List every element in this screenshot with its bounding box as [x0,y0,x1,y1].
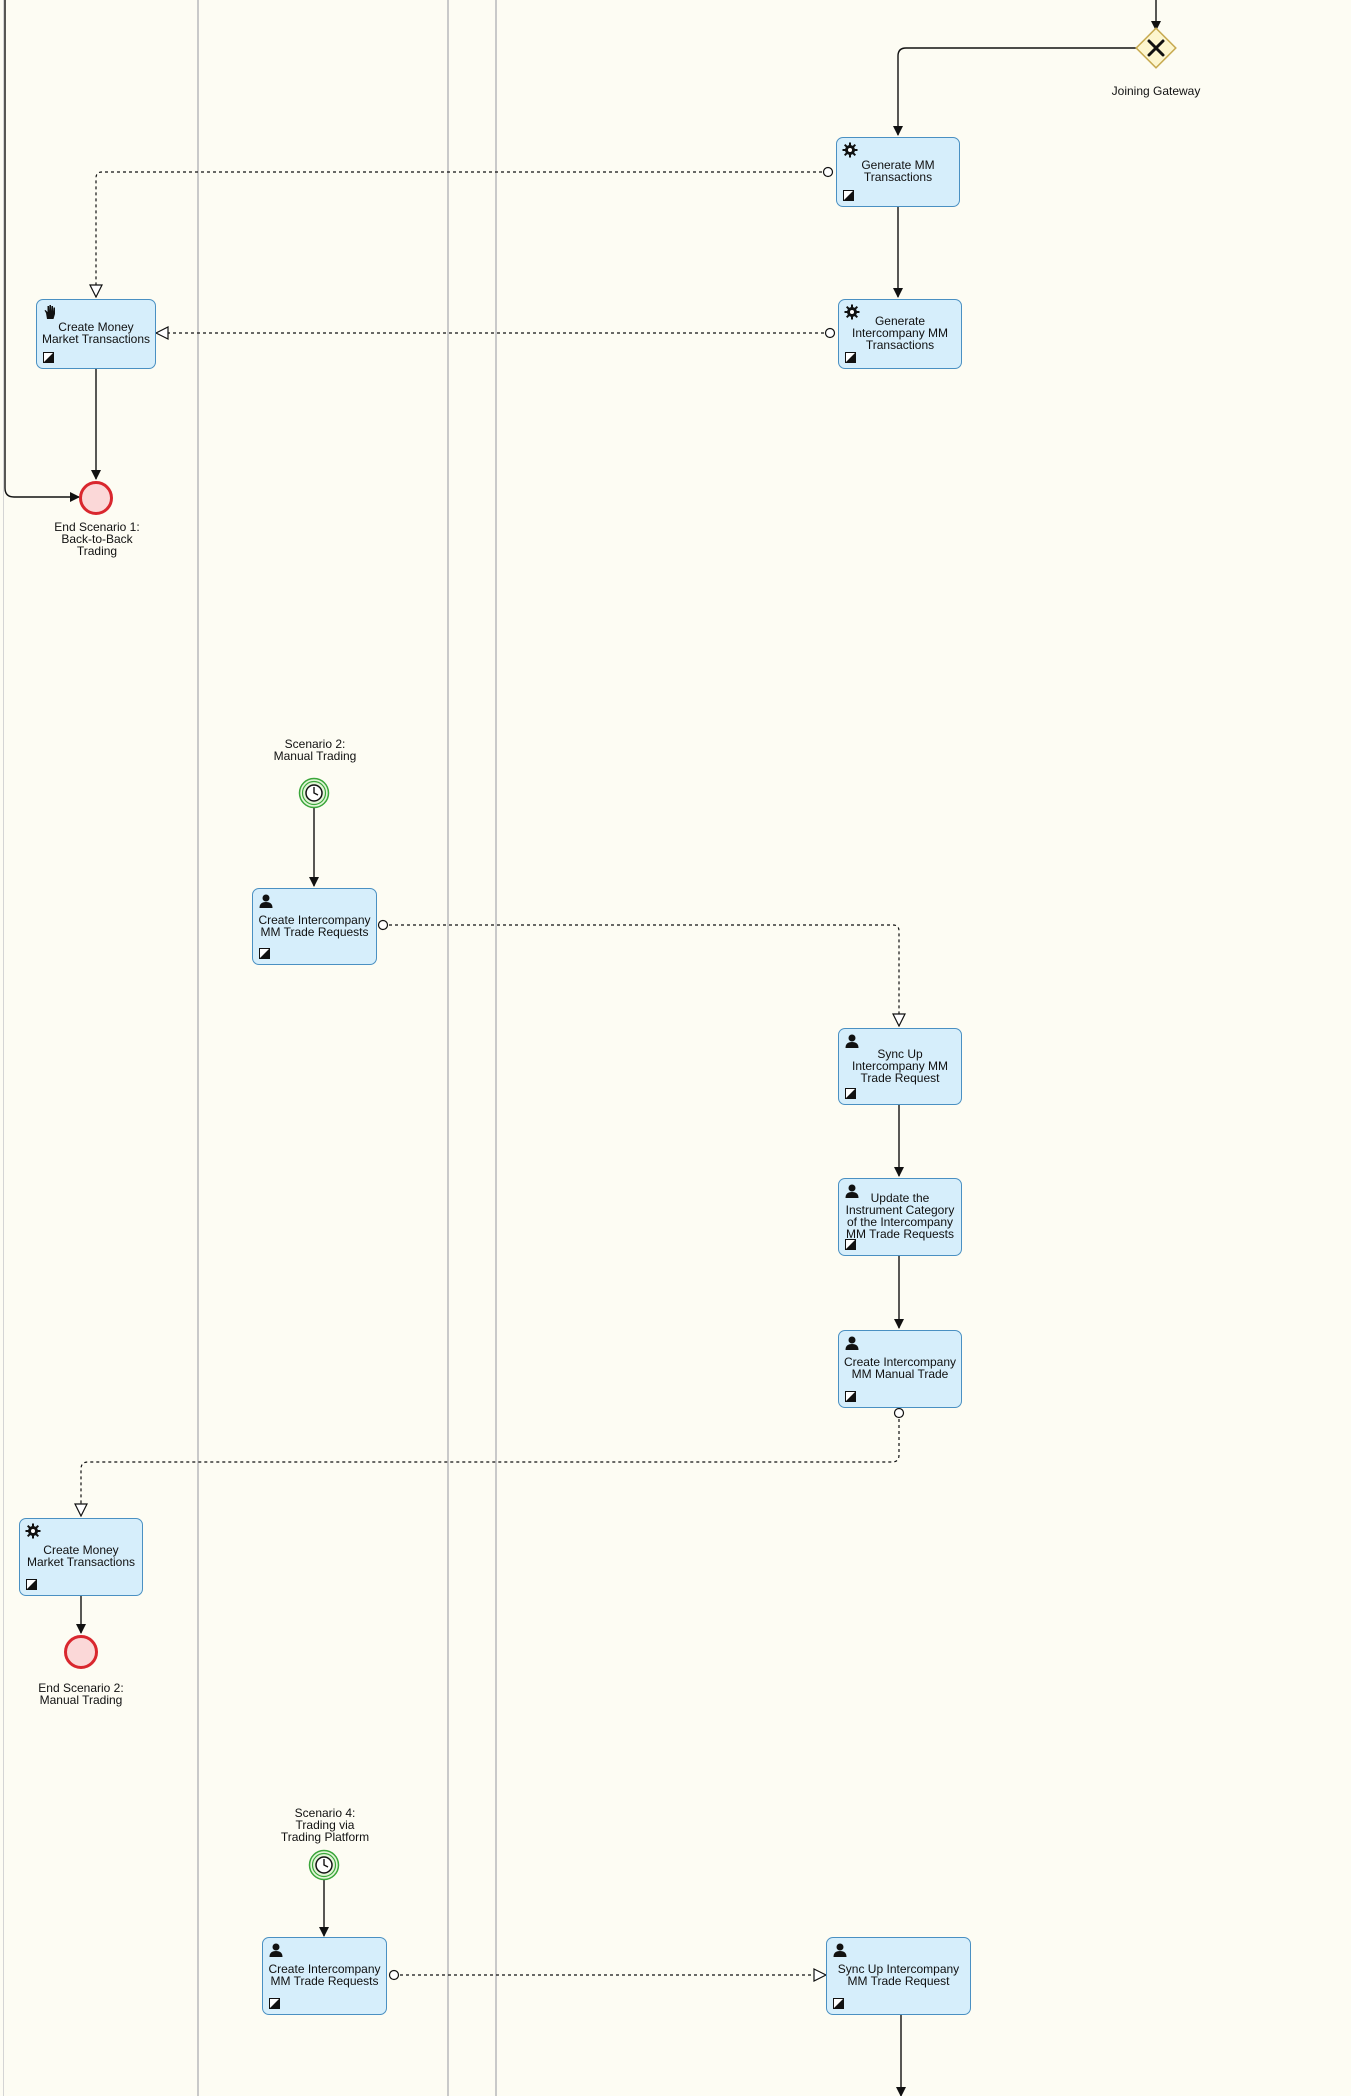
sequence-flow [893,47,1136,136]
task-update-instrument-category[interactable]: Update the Instrument Category of the In… [838,1178,962,1256]
gateway-label: Joining Gateway [1111,84,1201,98]
end-event-scenario-1[interactable] [78,480,114,516]
message-flow [81,1413,899,1516]
subprocess-marker-icon [843,190,854,201]
task-generate-intercompany-mm-transactions[interactable]: Generate Intercompany MM Transactions [838,299,962,369]
task-sync-up-intercompany-mm-trade-request[interactable]: Sync Up Intercompany MM Trade Request [838,1028,962,1105]
end-event-label: End Scenario 1: Back-to-Back Trading [54,520,140,558]
user-task-person-icon [845,1336,859,1350]
task-create-money-market-transactions[interactable]: Create Money Market Transactions [36,299,156,369]
task-create-money-market-transactions-2[interactable]: Create Money Market Transactions [19,1518,143,1596]
subprocess-marker-icon [43,352,54,363]
message-flow [383,925,899,1026]
task-create-intercompany-mm-manual-trade[interactable]: Create Intercompany MM Manual Trade [838,1330,962,1408]
user-task-person-icon [845,1034,859,1048]
task-label: Sync Up Intercompany MM Trade Request [851,1046,949,1085]
task-generate-mm-transactions[interactable]: Generate MM Transactions [836,137,960,207]
message-flow [96,172,828,297]
task-create-intercompany-mm-trade-requests[interactable]: Create Intercompany MM Trade Requests [252,888,377,965]
lane-divider [197,0,199,2096]
subprocess-marker-icon [845,1391,856,1402]
service-task-gear-icon [844,304,860,320]
task-label: Generate Intercompany MM Transactions [851,314,949,352]
task-label: Create Intercompany MM Trade Requests [258,912,371,939]
user-task-person-icon [845,1184,859,1198]
task-sync-up-intercompany-mm-trade-request-4[interactable]: Sync Up Intercompany MM Trade Request [826,1937,971,2015]
end-event-scenario-2[interactable] [63,1634,99,1670]
joining-gateway[interactable] [1134,26,1178,70]
lane-divider [495,0,497,2096]
subprocess-marker-icon [845,1088,856,1099]
subprocess-marker-icon [269,1998,280,2009]
timer-start-event-scenario-2[interactable] [297,776,331,810]
subprocess-marker-icon [845,352,856,363]
timer-start-event-scenario-4[interactable] [307,1848,341,1882]
task-label: Create Money Market Transactions [41,320,151,346]
task-label: Create Money Market Transactions [26,1543,136,1569]
task-label: Generate MM Transactions [861,158,935,184]
service-task-gear-icon [25,1523,41,1539]
lane-divider [447,0,449,2096]
subprocess-marker-icon [833,1998,844,2009]
start-event-label: Scenario 4: Trading via Trading Platform [280,1806,370,1844]
user-task-person-icon [269,1943,283,1957]
subprocess-marker-icon [845,1239,856,1250]
task-label: Create Intercompany MM Manual Trade [843,1355,957,1381]
task-label: Sync Up Intercompany MM Trade Request [837,1962,960,1988]
task-create-intercompany-mm-trade-requests-4[interactable]: Create Intercompany MM Trade Requests [262,1937,387,2015]
task-label: Update the Instrument Category of the In… [845,1191,955,1241]
end-event-label: End Scenario 2: Manual Trading [38,1681,124,1707]
service-task-gear-icon [842,142,858,158]
user-task-person-icon [259,894,273,908]
subprocess-marker-icon [259,948,270,959]
user-task-person-icon [833,1943,847,1957]
sequence-flow [4,0,80,502]
subprocess-marker-icon [26,1579,37,1590]
task-label: Create Intercompany MM Trade Requests [268,1962,381,1988]
start-event-label: Scenario 2: Manual Trading [273,737,357,763]
diagram-left-border [3,0,4,2096]
manual-task-hand-icon [44,305,55,319]
